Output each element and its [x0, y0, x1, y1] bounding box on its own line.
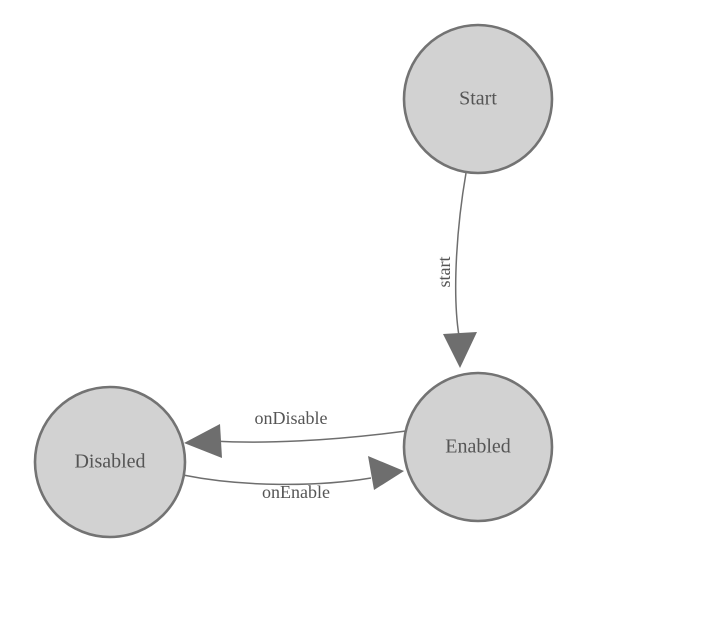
- edge-enabled-to-disabled-path: [213, 430, 407, 443]
- node-enabled-label: Enabled: [445, 436, 511, 458]
- edge-label-on-enable: onEnable: [262, 482, 330, 502]
- node-start[interactable]: Start: [402, 23, 554, 175]
- node-start-circle: [402, 23, 554, 175]
- edge-enabled-to-disabled-arrowhead: [184, 424, 222, 458]
- edge-start-to-enabled-path: [454, 172, 467, 337]
- edge-start-to-enabled-arrowhead: [443, 332, 477, 368]
- node-disabled-circle: [33, 385, 187, 539]
- edge-disabled-to-enabled[interactable]: onEnable: [182, 456, 404, 502]
- node-start-label: Start: [459, 88, 497, 110]
- edge-start-to-enabled[interactable]: start: [434, 172, 477, 368]
- node-enabled-circle: [402, 371, 554, 523]
- edge-label-on-disable: onDisable: [255, 408, 328, 428]
- edge-label-start: start: [434, 257, 454, 288]
- node-disabled-label: Disabled: [74, 451, 145, 473]
- node-disabled[interactable]: Disabled: [33, 385, 187, 539]
- edge-disabled-to-enabled-path: [182, 474, 372, 486]
- edge-disabled-to-enabled-arrowhead: [368, 456, 404, 490]
- node-enabled[interactable]: Enabled: [402, 371, 554, 523]
- edge-enabled-to-disabled[interactable]: onDisable: [184, 408, 407, 458]
